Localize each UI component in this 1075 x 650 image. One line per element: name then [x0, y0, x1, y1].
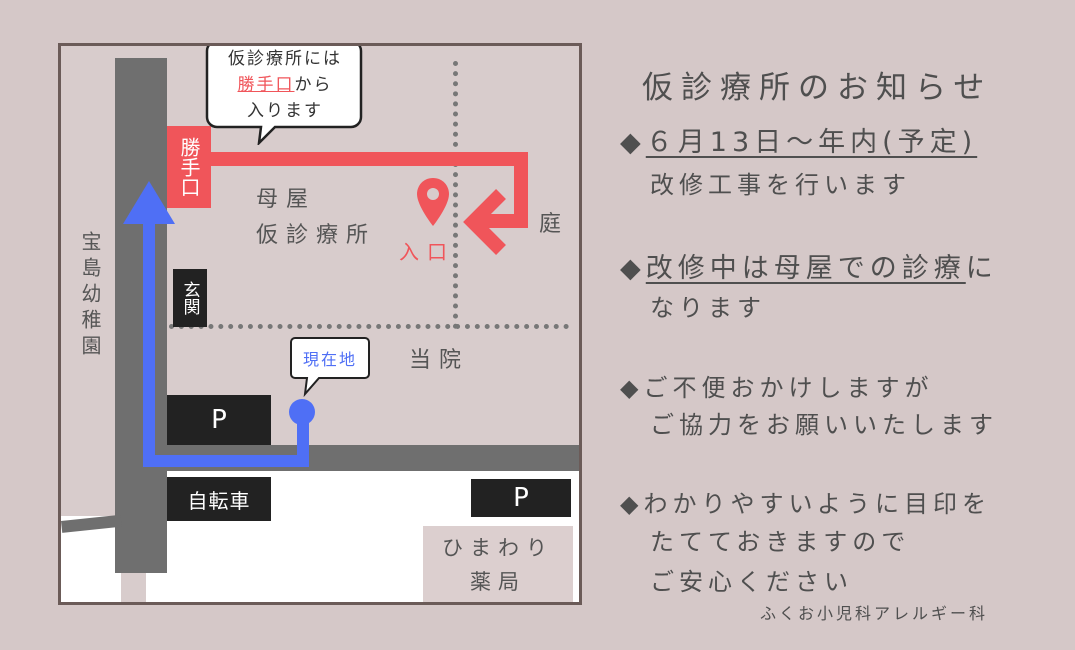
- map: ひまわり 薬局 勝手口 母屋 仮診療所 入口 庭 宝島幼稚園 玄関 当院 現: [58, 43, 582, 605]
- parking-lot-1: P: [167, 395, 271, 445]
- notice-item-2-sub: なります: [650, 294, 766, 322]
- main-road: [115, 58, 167, 573]
- notice-item-3-line1: ◆ご不便おかけしますが: [620, 374, 934, 402]
- location-pin-icon: [417, 178, 449, 226]
- building-label: 母屋 仮診療所: [256, 187, 377, 248]
- boundary-horizontal: [169, 324, 569, 329]
- parking-lot-2: P: [471, 479, 571, 517]
- notice-item-4-line1: ◆わかりやすいように目印を: [620, 490, 991, 518]
- garden-label: 庭: [539, 212, 562, 237]
- notice-item-1-sub: 改修工事を行います: [650, 171, 911, 199]
- entrance-label: 入口: [399, 240, 455, 264]
- notice-title: 仮診療所のお知らせ: [642, 70, 993, 106]
- back-door-bubble: [205, 46, 363, 145]
- genkan-label: 玄関: [173, 269, 207, 327]
- current-location-bubble: [290, 337, 370, 398]
- bicycle-parking: 自転車: [167, 477, 271, 521]
- back-door-label: 勝手口: [167, 126, 211, 208]
- walking-route: [123, 181, 315, 467]
- boundary-vertical: [453, 61, 458, 329]
- notice-item-3-line2: ご協力をお願いいたします: [650, 411, 998, 439]
- notice-item-1: ◆６月13日～年内(予定): [620, 127, 978, 158]
- back-door-route: [206, 152, 528, 255]
- pharmacy-block: [423, 526, 573, 602]
- bubble-highlight: 勝手口: [237, 75, 295, 95]
- notice-item-2: ◆改修中は母屋での診療に: [620, 253, 998, 284]
- notice-item-4-line2: たてておきますので: [650, 528, 911, 556]
- back-door-bubble-text: 仮診療所には 勝手口から 入ります: [228, 49, 342, 121]
- pharmacy-label: ひまわり 薬局: [442, 536, 554, 594]
- clinic-label: 当院: [409, 348, 470, 373]
- clinic-name-footer: ふくお小児科アレルギー科: [760, 604, 989, 623]
- current-location-label: 現在地: [302, 350, 357, 369]
- notice-item-4-line3: ご安心ください: [650, 568, 853, 596]
- kindergarten-label: 宝島幼稚園: [78, 231, 102, 361]
